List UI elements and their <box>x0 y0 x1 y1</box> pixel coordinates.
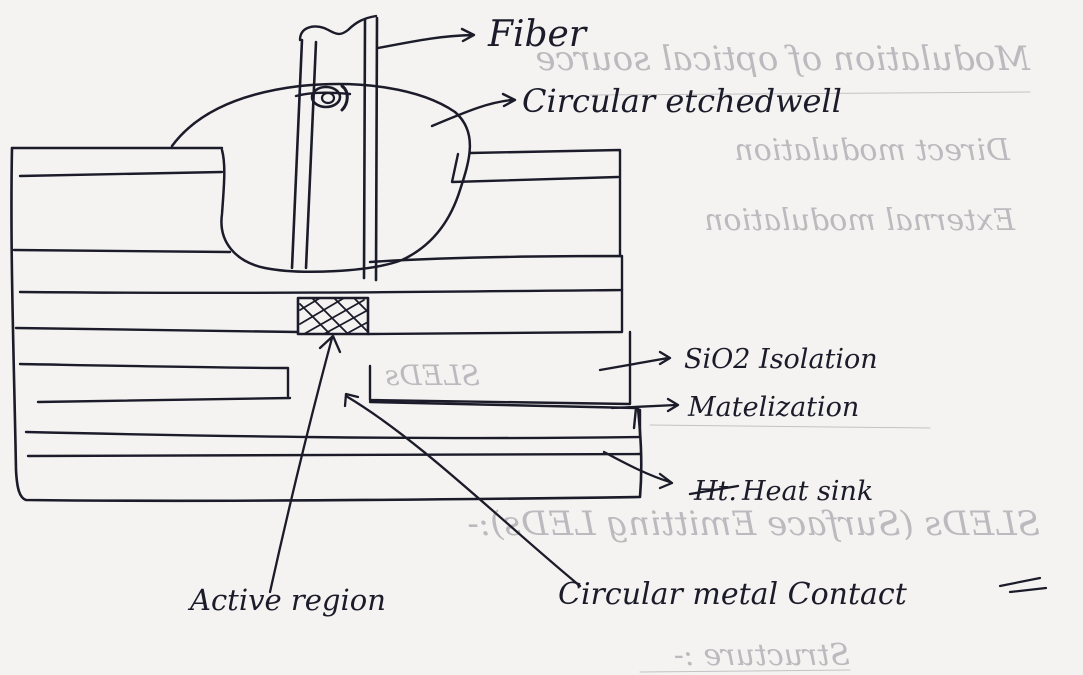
top-layer-bottom-left <box>20 172 222 176</box>
fiber-left-edge-inner <box>306 42 316 268</box>
heat-sink-arrow <box>604 452 672 488</box>
layer-line-4-left <box>20 364 288 396</box>
top-layer-right-step <box>452 154 618 182</box>
fiber-label: Fiber <box>487 14 588 55</box>
layer-line-3-right <box>368 290 622 334</box>
bleed-line-2: Direct modulation <box>734 133 1011 168</box>
layer-line-7 <box>28 454 640 456</box>
active-region-label: Active region <box>187 583 386 617</box>
layer-line-1-left <box>14 250 230 252</box>
substrate-layers <box>11 148 641 501</box>
metal-contact-leader <box>345 394 580 586</box>
isolation-arrow <box>600 352 670 370</box>
layer-line-2 <box>20 256 622 293</box>
fiber-core-inner <box>322 93 334 103</box>
active-region-hatching <box>300 298 368 334</box>
fiber-left-edge-outer <box>292 40 302 268</box>
layer-line-3-left <box>16 328 298 332</box>
layer-line-5-right <box>370 402 636 428</box>
fiber-core-ellipse <box>312 87 340 107</box>
heat-sink-label: Heat sink <box>741 476 873 507</box>
fiber-right-edge-inner <box>364 20 365 278</box>
bleed-line-1: Modulation of optical source <box>535 39 1031 79</box>
bleed-line-6: Structure :- <box>674 638 850 673</box>
heat-sink-label-group: Ht. Heat sink <box>690 476 873 507</box>
label-correction-scribble <box>1000 578 1046 592</box>
etched-well-label: Circular etchedwell <box>522 82 842 120</box>
layer-line-5-left <box>38 398 290 402</box>
bleed-underline-2 <box>650 425 930 428</box>
active-region-leader <box>270 336 340 592</box>
layer-line-6 <box>26 410 640 438</box>
bleed-line-4: SLEDs <box>385 359 480 392</box>
bleed-line-5: SLEDs (Surface Emitting LEDs):- <box>467 504 1040 544</box>
bleed-line-3: External modulation <box>704 203 1016 238</box>
metal-contact-label: Circular metal Contact <box>558 577 908 612</box>
fiber-arrow <box>378 29 474 48</box>
fiber <box>292 16 377 280</box>
fiber-right-edge-outer <box>376 18 377 280</box>
metalization-label: Matelization <box>687 392 859 423</box>
fiber-core-mark <box>342 86 347 110</box>
circular-etched-well <box>172 84 470 272</box>
top-layer-right <box>470 150 620 255</box>
isolation-label: SiO2 Isolation <box>684 344 878 375</box>
active-region <box>298 298 368 334</box>
outer-outline <box>11 148 641 501</box>
etched-well-arrow <box>432 94 515 126</box>
